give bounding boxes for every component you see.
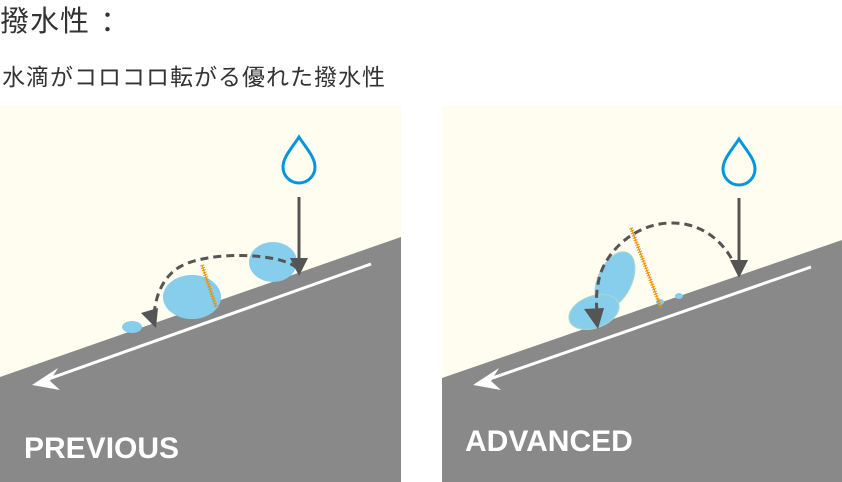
arrowhead-icon: [730, 260, 748, 278]
slide-direction-arrow: [32, 262, 372, 390]
arrowhead-icon: [290, 258, 308, 276]
water-droplet: [249, 242, 297, 282]
drop-icon: [721, 136, 757, 187]
slope-surface: [0, 237, 401, 482]
scale-bar: [629, 227, 663, 309]
arrowhead-icon: [584, 308, 604, 329]
dashed-trajectory: [594, 221, 739, 313]
panel-label-advanced: ADVANCED: [465, 425, 633, 458]
water-droplet: [675, 293, 683, 299]
page-subtitle: 水滴がコロコロ転がる優れた撥水性: [2, 65, 386, 91]
slide-direction-arrow: [473, 265, 812, 390]
dashed-trajectory: [152, 254, 299, 317]
drop-icon: [281, 134, 317, 185]
page-title: 撥水性 ：: [0, 4, 131, 38]
water-droplet: [163, 275, 221, 319]
panel-label-previous: PREVIOUS: [24, 432, 179, 465]
scale-bar: [200, 264, 218, 308]
panel-previous: PREVIOUS: [0, 105, 401, 482]
panel-advanced: ADVANCED: [442, 105, 842, 482]
arrowhead-icon: [141, 308, 158, 328]
water-droplet: [122, 321, 142, 333]
slope-surface: [442, 240, 842, 482]
